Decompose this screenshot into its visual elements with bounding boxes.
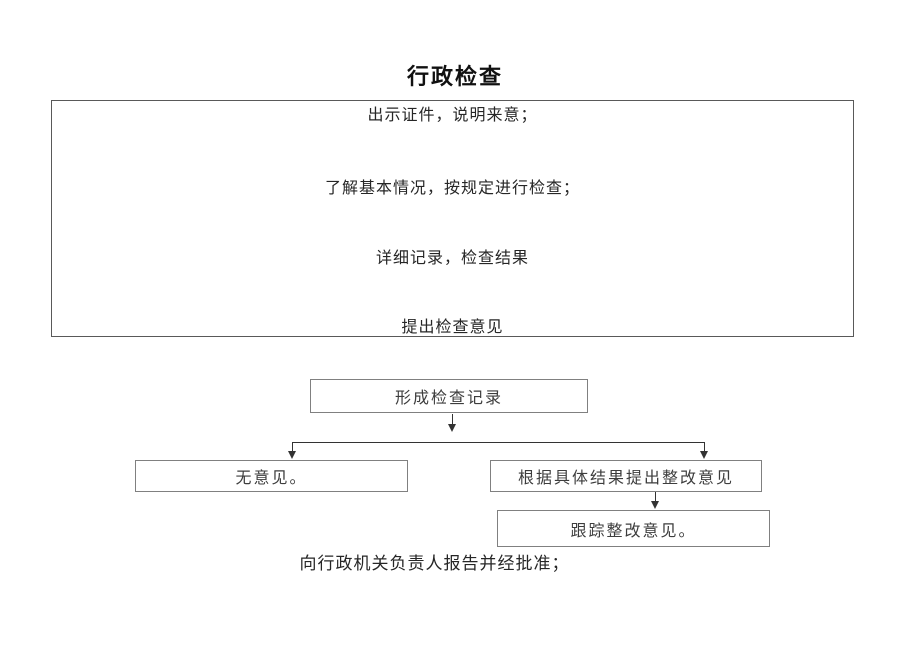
connector-line — [452, 414, 453, 425]
flowchart-node-no-opinion: 无意见。 — [135, 460, 408, 492]
process-step-line: 详细记录，检查结果 — [375, 250, 529, 267]
arrow-down-icon — [651, 501, 659, 509]
flowchart-node-record: 形成检查记录 — [310, 379, 588, 413]
process-steps-box: 出示证件，说明来意； 了解基本情况，按规定进行检查； 详细记录，检查结果 提出检… — [51, 100, 854, 337]
arrow-down-icon — [448, 424, 456, 432]
process-step-line: 了解基本情况，按规定进行检查； — [324, 180, 580, 197]
process-step-line: 提出检查意见 — [401, 319, 504, 336]
connector-line — [292, 442, 293, 452]
connector-line — [704, 442, 705, 452]
arrow-down-icon — [700, 451, 708, 459]
flowchart-node-follow-up: 跟踪整改意见。 — [497, 510, 770, 547]
arrow-down-icon — [288, 451, 296, 459]
connector-line — [655, 492, 656, 502]
page-title: 行政检查 — [406, 64, 503, 89]
flowchart-node-rectification: 根据具体结果提出整改意见 — [490, 460, 762, 492]
connector-line — [292, 442, 705, 443]
footer-note: 向行政机关负责人报告并经批准； — [299, 554, 570, 573]
process-step-line: 出示证件，说明来意； — [367, 107, 538, 124]
